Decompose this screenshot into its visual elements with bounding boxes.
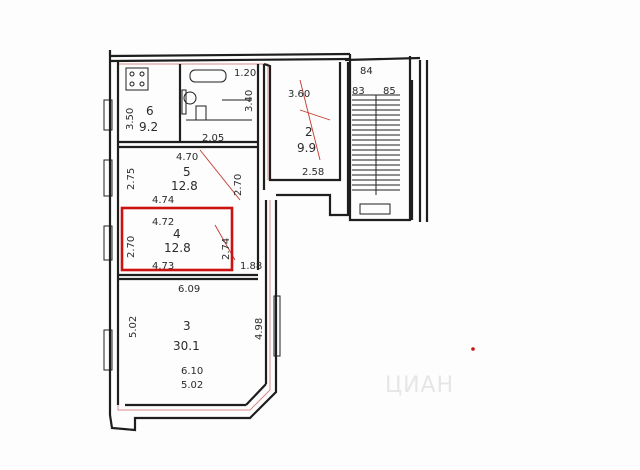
room-2-number: 2 (305, 125, 313, 139)
room-4-dim-top: 4.72 (152, 217, 174, 228)
room-5-dim-left: 2.75 (126, 168, 137, 190)
room-4-area: 12.8 (164, 241, 191, 255)
room-4-dim-right: 2.74 (221, 238, 232, 260)
room-6-number: 6 (146, 104, 154, 118)
room-3-dim-bottom-a: 6.10 (181, 366, 203, 377)
highlighted-room-4 (120, 206, 234, 272)
room-2-dim-top: 3.60 (288, 89, 310, 100)
room-3-dim-left: 5.02 (128, 316, 139, 338)
bath-dim-b: 2.05 (202, 133, 224, 144)
room-3-number: 3 (183, 319, 191, 333)
bathroom-fixtures (125, 67, 252, 121)
room-4-dim-bottom: 4.73 (152, 261, 174, 272)
room-3-area: 30.1 (173, 339, 200, 353)
stair-label-85: 85 (383, 86, 396, 97)
marker-dot (471, 347, 475, 351)
room-3-dim-bottom-b: 5.02 (181, 380, 203, 391)
room-6-area: 9.2 (139, 120, 158, 134)
room-4-dim-left: 2.70 (126, 236, 137, 258)
room-2-area: 9.9 (297, 141, 316, 155)
stair-label-84: 84 (360, 66, 373, 77)
bath-dim-c: 3.40 (244, 90, 255, 112)
watermark: ЦИАН (385, 373, 454, 398)
room-5-dim-right: 2.70 (233, 174, 244, 196)
room-3-dim-top: 6.09 (178, 284, 200, 295)
room-6-dim-side: 3.50 (125, 108, 136, 130)
room-5-dim-top: 4.70 (176, 152, 198, 163)
room-5-area: 12.8 (171, 179, 198, 193)
room-5-dim-bottom: 4.74 (152, 195, 174, 206)
stair-label-83: 83 (352, 86, 365, 97)
bath-dim-a: 1.20 (234, 68, 256, 79)
room-2-dim-bottom: 2.58 (302, 167, 324, 178)
windows (103, 99, 281, 371)
room-5-number: 5 (183, 165, 191, 179)
room-3-dim-right: 4.98 (254, 318, 265, 340)
room-4-number: 4 (173, 227, 181, 241)
outer-walls (108, 50, 429, 432)
misc-dim-d: 1.88 (240, 261, 262, 272)
stair-treads (352, 94, 400, 215)
